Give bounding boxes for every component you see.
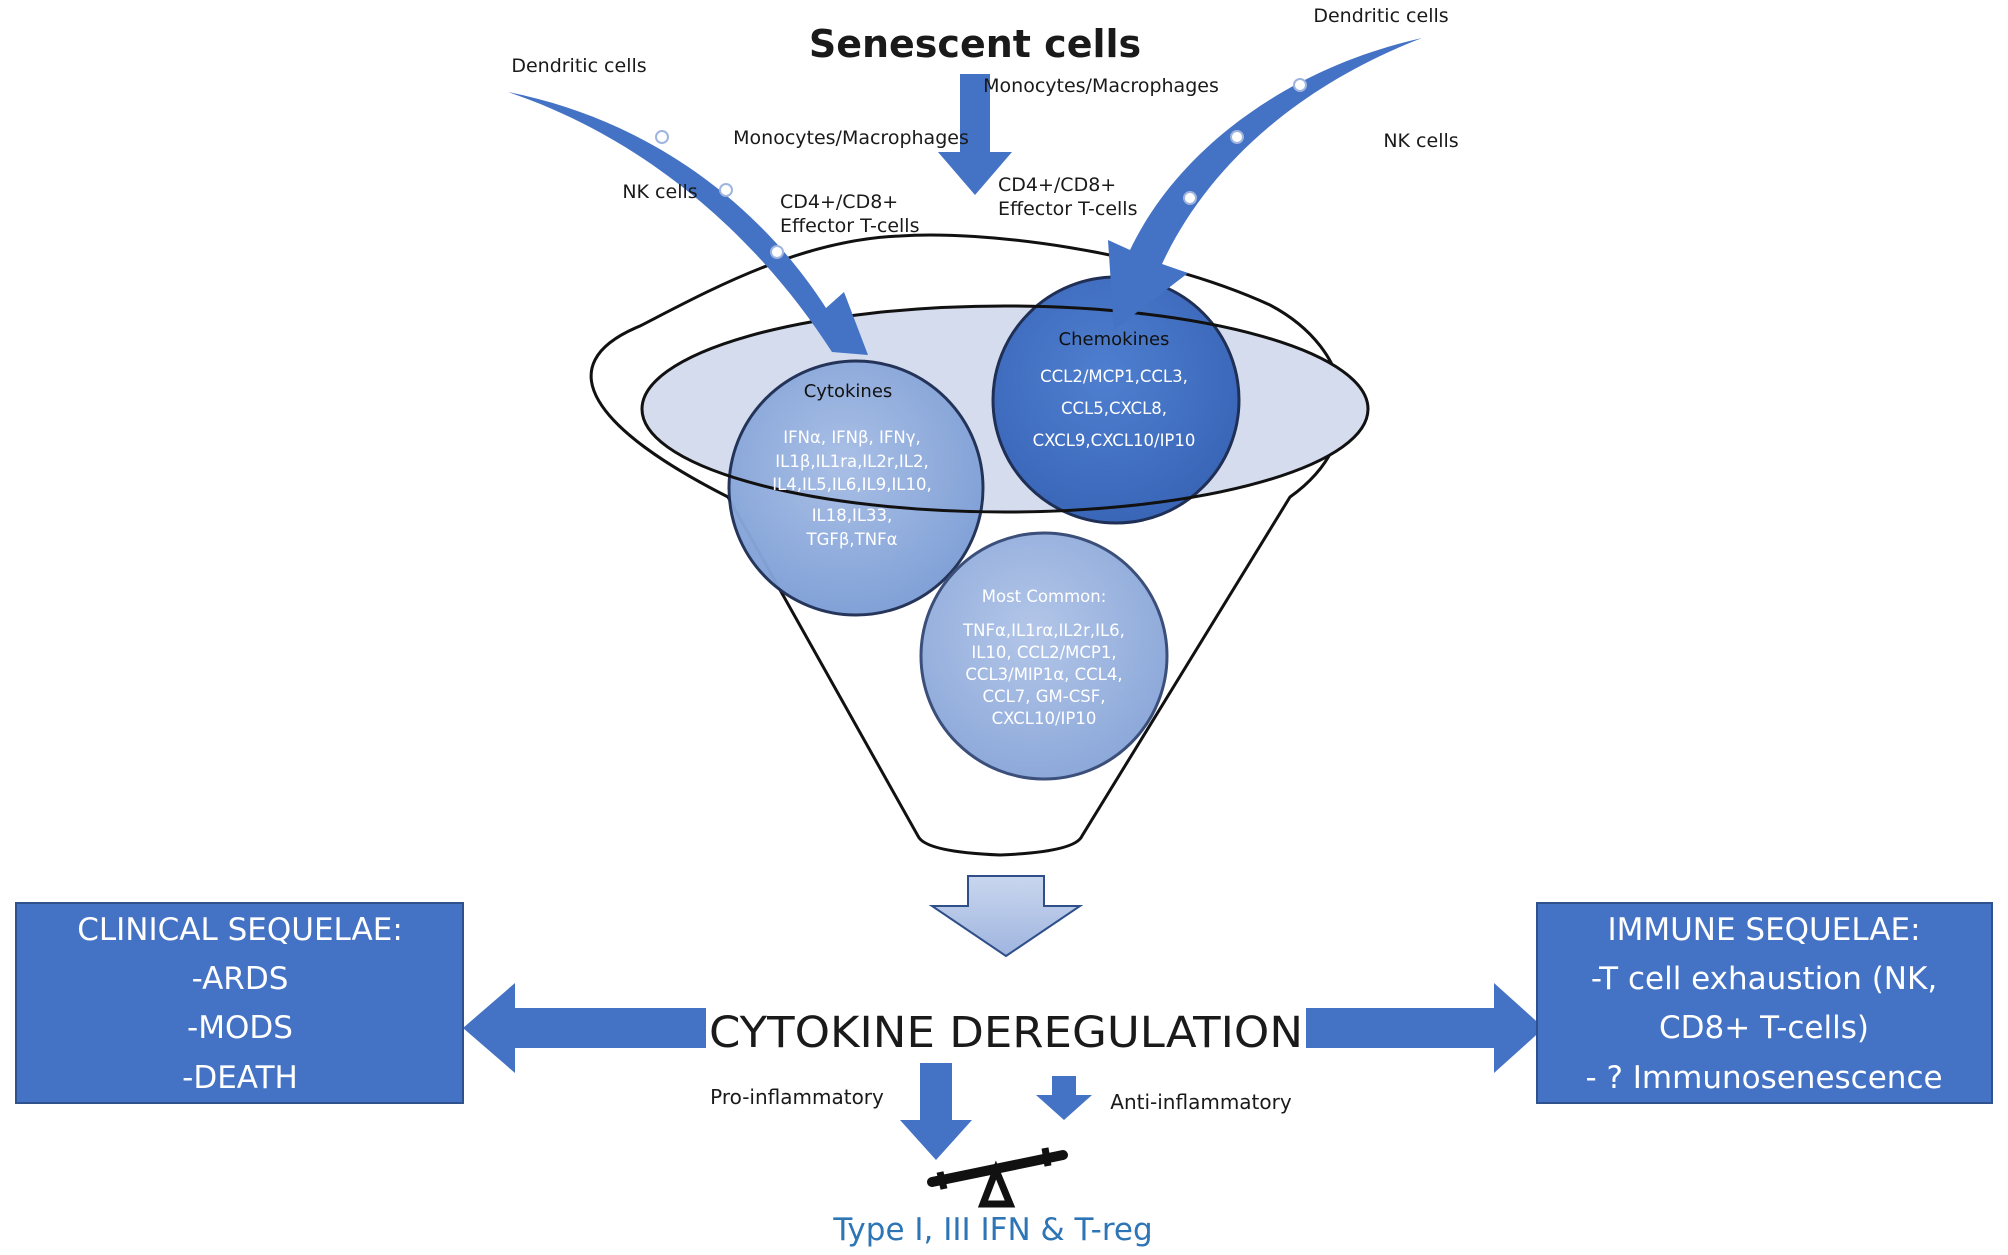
monocytes-left-label: Monocytes/Macrophages — [733, 127, 969, 149]
clinical-sequelae-item: -DEATH — [182, 1060, 298, 1096]
cytokines-line: IL4,IL5,IL6,IL9,IL10, — [772, 475, 932, 494]
cytokines-title: Cytokines — [804, 381, 893, 402]
immune-sequelae-heading: IMMUNE SEQUELAE: — [1607, 912, 1920, 948]
most-common-line: CCL7, GM-CSF, — [983, 687, 1106, 706]
most-common-title: Most Common: — [982, 587, 1107, 606]
cytokines-circle — [727, 359, 985, 617]
most-common-line: TNFα,IL1rα,IL2r,IL6, — [962, 621, 1125, 640]
chemokines-line: CCL2/MCP1,CCL3, — [1040, 367, 1188, 386]
cytokines-line: TGFβ,TNFα — [806, 530, 898, 549]
pro-inflammatory-label: Pro-inflammatory — [710, 1085, 884, 1109]
right-curved-arrow — [1108, 38, 1422, 330]
immune-sequelae-item: CD8+ T-cells) — [1659, 1010, 1869, 1046]
cytokine-deregulation-title: CYTOKINE DEREGULATION — [709, 1008, 1303, 1058]
tcells-left-line2: Effector T-cells — [780, 215, 919, 237]
anti-inflammatory-label: Anti-inflammatory — [1110, 1090, 1292, 1114]
cytokines-line: IL18,IL33, — [812, 506, 893, 525]
left-curved-arrow — [508, 92, 868, 355]
top-down-arrow — [938, 74, 1012, 195]
immune-sequelae-item: - ? Immunosenescence — [1585, 1060, 1942, 1096]
arrow-to-immune — [1306, 983, 1544, 1073]
most-common-line: CXCL10/IP10 — [992, 709, 1097, 728]
immune-sequelae-item: -T cell exhaustion (NK, — [1591, 961, 1937, 997]
chemokines-line: CCL5,CXCL8, — [1061, 399, 1167, 418]
arrow-to-clinical — [463, 983, 706, 1073]
tcells-right-line1: CD4+/CD8+ — [998, 174, 1116, 196]
senescent-cells-title: Senescent cells — [809, 22, 1141, 66]
most-common-line: CCL3/MIP1α, CCL4, — [965, 665, 1122, 684]
funnel-inner-ellipse — [640, 304, 1370, 514]
funnel-output-arrow — [928, 875, 1084, 958]
anti-inflammatory-arrow — [1036, 1076, 1092, 1120]
tcells-right-line2: Effector T-cells — [998, 198, 1137, 220]
clinical-sequelae-item: -MODS — [187, 1010, 293, 1046]
seesaw-icon — [927, 1147, 1068, 1208]
dendritic-cells-right-label: Dendritic cells — [1313, 5, 1448, 27]
most-common-line: IL10, CCL2/MCP1, — [971, 643, 1116, 662]
cytokines-line: IL1β,IL1ra,IL2r,IL2, — [775, 452, 928, 471]
cytokines-line: IFNα, IFNβ, IFNγ, — [783, 428, 921, 447]
tcells-left-line1: CD4+/CD8+ — [780, 191, 898, 213]
immune-sequelae-box — [1536, 902, 1993, 1104]
dendritic-cells-left-label: Dendritic cells — [511, 55, 646, 77]
clinical-sequelae-item: -ARDS — [192, 961, 289, 997]
nk-cells-right-label: NK cells — [1383, 130, 1458, 152]
pro-inflammatory-arrow — [900, 1063, 972, 1160]
nk-cells-left-label: NK cells — [622, 181, 697, 203]
clinical-sequelae-heading: CLINICAL SEQUELAE: — [77, 912, 403, 948]
clinical-sequelae-box — [15, 902, 464, 1104]
monocytes-right-label: Monocytes/Macrophages — [983, 75, 1219, 97]
most-common-circle — [919, 531, 1169, 781]
type-ifn-treg-label: Type I, III IFN & T-reg — [832, 1212, 1152, 1248]
chemokines-title: Chemokines — [1059, 329, 1170, 350]
chemokines-line: CXCL9,CXCL10/IP10 — [1033, 431, 1196, 450]
